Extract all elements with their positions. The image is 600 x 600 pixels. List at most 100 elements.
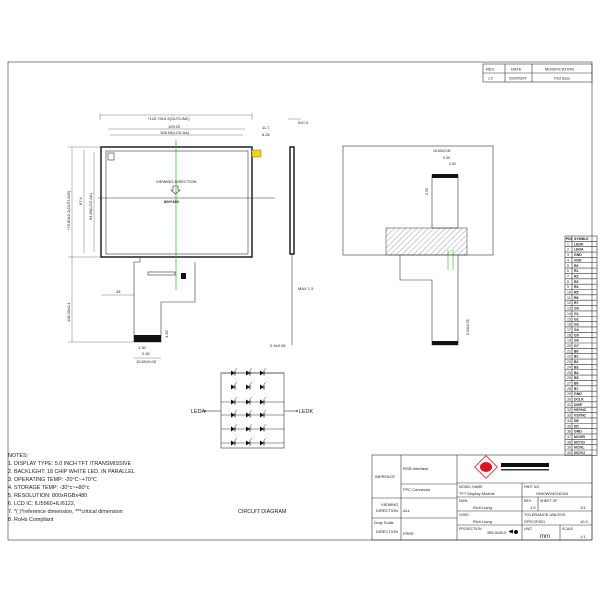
fpc-contacts (134, 335, 161, 342)
right-mid-dim: 6.26 (262, 132, 271, 137)
pin-number: 14 (567, 312, 571, 316)
rear-dim-b: 0.30 (449, 162, 456, 166)
active-area (105, 150, 249, 255)
pin-number: 38 (567, 440, 571, 444)
projection-label: PROJECTION (459, 527, 482, 531)
grayscale-label: Gray Scale (374, 520, 395, 525)
interface-value: RGB Interface (403, 466, 429, 471)
pin-number: 16 (567, 323, 571, 327)
pin-number: 19 (567, 339, 571, 343)
led-diode-icon (260, 423, 267, 432)
pin-symbol: B0 (574, 349, 579, 353)
led-diode-icon (231, 437, 238, 446)
pin-number: 17 (567, 328, 571, 332)
pin-symbol: HSYNC (574, 408, 587, 412)
ledk-label: LEDK (299, 409, 313, 415)
led-diode-icon (260, 409, 267, 418)
pin-symbol: VSYNC (574, 414, 587, 418)
fpc-tail-dim: 3.50 (164, 329, 169, 338)
circuit-diagram: LEDA LEDK CIRCUIT DIAGRAM (191, 367, 313, 515)
pin-number: 9 (567, 285, 569, 289)
leda-label: LEDA (191, 409, 205, 415)
viewing-label: VIEWING (381, 502, 398, 507)
note-item: 1. DISPLAY TYPE: 5.0 INCH TFT /TRANSMISS… (8, 461, 132, 467)
led-diode-icon (231, 423, 238, 432)
pin-number: 34 (567, 419, 571, 423)
led-diode-icon (246, 396, 253, 405)
chkd-label: CHKD (459, 513, 469, 517)
pin-symbol: R1 (574, 269, 579, 273)
led-diode-icon (260, 381, 267, 390)
pin-symbol: B3 (574, 365, 579, 369)
pin-number: 6 (567, 269, 569, 273)
pin-symbol: G6 (574, 339, 579, 343)
date-header: DATE (511, 67, 522, 72)
note-item: 5. RESOLUTION: 800xRGBx480 (8, 493, 87, 499)
pitch-dim-2: 0.30 (142, 351, 151, 356)
chkd-value: Rich Liang (473, 519, 492, 524)
circuit-title: CIRCUIT DIAGRAM (238, 509, 287, 515)
pin-number: 36 (567, 430, 571, 434)
modification-header: MODIFICATION (545, 67, 574, 72)
outline-width-dim: *120.70±0.2(OUTLINE) (148, 116, 190, 121)
pin-symbol: NC (574, 424, 580, 428)
va-width-dim: 109.20 (168, 124, 181, 129)
pin-number: 28 (567, 387, 571, 391)
unit-label: UNIT (524, 527, 533, 531)
model-name-label: MODEL NAME (459, 485, 483, 489)
pin-symbol: G0 (574, 307, 579, 311)
sheet-value: 1/1 (580, 505, 586, 510)
pin-number: 24 (567, 365, 571, 369)
dwn-value: Rich Liang (473, 505, 492, 510)
pin-symbol: NC/YU (574, 451, 585, 455)
pin-number: 32 (567, 408, 571, 412)
pin-symbol: GND (574, 392, 582, 396)
led-diode-icon (246, 409, 253, 418)
right-top-dim: 11.7 (262, 125, 270, 130)
notes: NOTES: 1. DISPLAY TYPE: 5.0 INCH TFT /TR… (8, 453, 135, 523)
tolerance-label-2: SPECIFIED (524, 519, 545, 524)
pin-number: 20 (567, 344, 571, 348)
pin-number: 18 (567, 333, 571, 337)
led-diode-icon (231, 396, 238, 405)
pin-symbol: LEDA (574, 248, 584, 252)
rear-tail-dim: 5.00±0.05 (466, 319, 470, 335)
led-diode-icon (260, 396, 267, 405)
pin-number: 27 (567, 381, 571, 385)
rear-fpc-lower (399, 255, 459, 346)
led-diode-icon (231, 367, 238, 376)
dwn-label: DWN (459, 499, 468, 503)
pin-number: 11 (567, 296, 571, 300)
note-item: 4. STORAGE TEMP: -30°c~+80°c (8, 485, 90, 491)
connector-value: FPC Connector (403, 487, 431, 492)
pin-number: 25 (567, 371, 571, 375)
pin-symbol: B6 (574, 381, 579, 385)
third-angle-projection-icon (509, 529, 518, 534)
pin-symbol: B4 (574, 371, 579, 375)
viewing-direction-label: VIEWING DIRECTION (156, 179, 197, 184)
led-diode-icon (246, 367, 253, 376)
symbol-header: SYMBLE (574, 237, 589, 241)
rear-view: 15.50±0.05 0.30 0.30 3.50 5.00±0.05 (342, 145, 494, 346)
pin-symbol: VDD (574, 258, 582, 262)
pin-symbol: R3 (574, 280, 579, 284)
pin-symbol: G1 (574, 312, 579, 316)
pin-number: 4 (567, 258, 569, 262)
pin-symbol: DE (574, 419, 580, 423)
pin-number: 37 (567, 435, 571, 439)
pin-symbol: R4 (574, 285, 579, 289)
grayscale-value: FREE (403, 531, 414, 536)
led-diode-icon (246, 423, 253, 432)
fpc-length-dim: 118.00±0.1 (66, 302, 71, 322)
pin-symbol: DISP (574, 403, 583, 407)
pin-number: 3 (567, 253, 569, 257)
notes-heading: NOTES: (8, 453, 28, 459)
resolution-label: 800*480 (164, 199, 180, 204)
unit-value: mm (540, 534, 550, 540)
scale-value: 1:1 (580, 534, 586, 539)
pin-symbol: LEDK (574, 242, 584, 246)
pin-symbol: G5 (574, 333, 579, 337)
pin-symbol: R5 (574, 291, 579, 295)
viewing-label-2: DIRECTION (376, 508, 398, 513)
